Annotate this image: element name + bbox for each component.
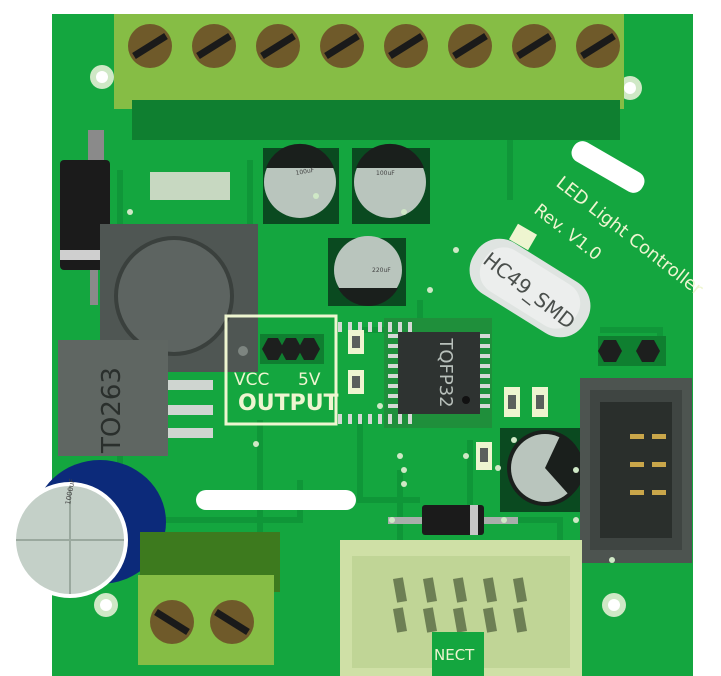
regulator-label: TO263 — [97, 367, 127, 454]
ic-pin — [388, 404, 398, 408]
ic-pin — [388, 322, 392, 332]
cap-value-text: 220uF — [372, 267, 391, 274]
diode-left — [60, 130, 110, 305]
cap-value-text: 100uF — [376, 170, 395, 177]
5v-label: 5V — [298, 370, 321, 390]
via — [397, 453, 403, 459]
ic-pin — [388, 334, 398, 338]
ic-pin — [480, 364, 490, 368]
capacitor-right — [500, 428, 585, 512]
redaction-mark — [196, 490, 356, 510]
vcc-label: VCC — [234, 370, 269, 390]
ic-pin — [480, 394, 490, 398]
connector-label: NECT — [434, 646, 475, 664]
via — [501, 517, 507, 523]
ic-pin — [480, 344, 490, 348]
capacitor-middle: 220uF — [328, 236, 406, 306]
via — [253, 441, 259, 447]
ic-pin — [338, 414, 342, 424]
box-header-right — [580, 378, 692, 563]
inductor — [100, 172, 258, 372]
via — [401, 467, 407, 473]
ic-pin — [480, 374, 490, 378]
box-connector-bottom: NECT — [340, 540, 582, 676]
ic-pin — [388, 344, 398, 348]
ic-pin — [480, 404, 490, 408]
via — [573, 467, 579, 473]
ic-pin — [378, 414, 382, 424]
via — [511, 437, 517, 443]
via — [313, 193, 319, 199]
ic-pin — [388, 374, 398, 378]
screw-slot — [196, 33, 232, 59]
regulator-to263: TO263 — [58, 340, 213, 456]
ic-pin — [480, 334, 490, 338]
diode-bottom — [388, 505, 518, 535]
via — [127, 209, 133, 215]
via — [609, 557, 615, 563]
screw-slot — [516, 33, 552, 59]
via — [453, 247, 459, 253]
via — [495, 465, 501, 471]
via — [573, 517, 579, 523]
ic-pin — [378, 322, 382, 332]
ic-pin — [480, 354, 490, 358]
ic-pin — [348, 322, 352, 332]
terminal-block-top — [114, 14, 624, 140]
via — [427, 287, 433, 293]
screw-slot — [324, 33, 360, 59]
ic-pin — [358, 322, 362, 332]
mounting-holes — [90, 65, 642, 617]
screw-slot — [452, 33, 488, 59]
jumper-header-right — [598, 336, 666, 366]
capacitor-top-left: 100uF — [263, 143, 339, 224]
via — [463, 453, 469, 459]
ic-pin — [388, 354, 398, 358]
ic-label: TQFP32 — [435, 337, 456, 407]
screw-slot — [388, 33, 424, 59]
ic-pin — [388, 384, 398, 388]
ic-pin — [480, 384, 490, 388]
ic-pin — [388, 394, 398, 398]
vias — [127, 193, 615, 563]
ic-pin — [398, 322, 402, 332]
ic-pin — [358, 414, 362, 424]
terminal-block-bottom — [138, 532, 280, 665]
ic-pin — [388, 414, 392, 424]
output-header: VCC 5V OUTPUT — [224, 314, 339, 426]
via — [377, 403, 383, 409]
ic-pin — [338, 322, 342, 332]
via — [389, 517, 395, 523]
cap-value-text: 100uF — [295, 167, 315, 177]
ic-pin — [408, 322, 412, 332]
output-label: OUTPUT — [238, 391, 339, 416]
ic-pin — [388, 364, 398, 368]
screw-slot — [260, 33, 296, 59]
capacitor-top-right: 100uF — [352, 143, 430, 224]
screw-slot — [132, 33, 168, 59]
ic-pin — [368, 322, 372, 332]
ic-pin — [408, 414, 412, 424]
ic-pin — [398, 414, 402, 424]
ic-pin — [348, 414, 352, 424]
ic-pin — [368, 414, 372, 424]
via — [401, 481, 407, 487]
capacitor-large: 1000uF — [12, 460, 166, 598]
via — [401, 209, 407, 215]
ic-tqfp32: TQFP32 — [338, 318, 492, 428]
screw-slot — [580, 33, 616, 59]
